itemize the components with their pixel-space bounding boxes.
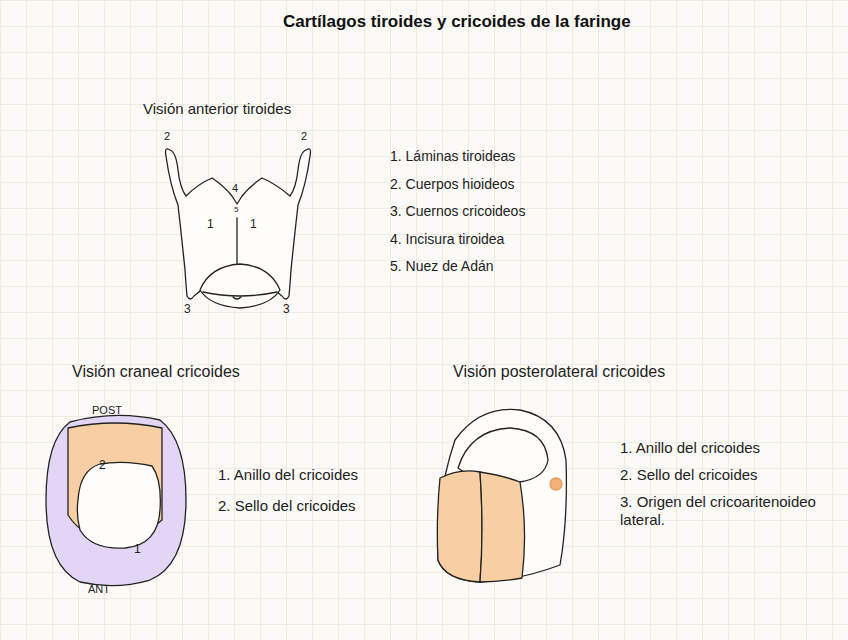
thyroid-cartilage xyxy=(166,149,311,308)
orientation-label: POST xyxy=(92,404,122,417)
callout-number: 1 xyxy=(250,217,257,231)
view-heading: Visión posterolateral cricoides xyxy=(453,362,665,381)
callout-number: 1 xyxy=(134,542,141,556)
view-heading: Visión anterior tiroides xyxy=(143,100,291,118)
legend-item: 1. Anillo del cricoides xyxy=(620,439,760,457)
callout-number: 3 xyxy=(184,302,191,316)
cricoid-cranial xyxy=(46,415,186,585)
legend-item: 2. Cuerpos hioideos xyxy=(390,176,515,193)
legend-item: 1. Anillo del cricoides xyxy=(218,466,358,484)
legend-item: 3. Cuernos cricoideos xyxy=(390,203,525,220)
callout-number: 2 xyxy=(99,458,106,472)
callout-number: 2 xyxy=(164,130,170,143)
callout-number: 2 xyxy=(301,130,307,143)
view-heading: Visión craneal cricoides xyxy=(72,362,240,381)
callout-number: 5 xyxy=(234,205,238,215)
legend-item: 4. Incisura tiroidea xyxy=(390,231,504,248)
legend-item: 2. Sello del cricoides xyxy=(620,466,758,484)
legend-item: 1. Láminas tiroideas xyxy=(390,148,515,165)
callout-number: 3 xyxy=(283,302,290,316)
legend-item: 3. Origen del cricoaritenoideo lateral. xyxy=(620,493,835,529)
orientation-label: ANT xyxy=(88,583,110,596)
callout-number: 1 xyxy=(207,217,214,231)
callout-number: 4 xyxy=(232,182,238,195)
title: Cartílagos tiroides y cricoides de la fa… xyxy=(283,12,631,32)
legend-item: 2. Sello del cricoides xyxy=(218,497,356,515)
cricoid-posterolateral xyxy=(437,409,566,582)
legend-item: 5. Nuez de Adán xyxy=(390,258,494,275)
